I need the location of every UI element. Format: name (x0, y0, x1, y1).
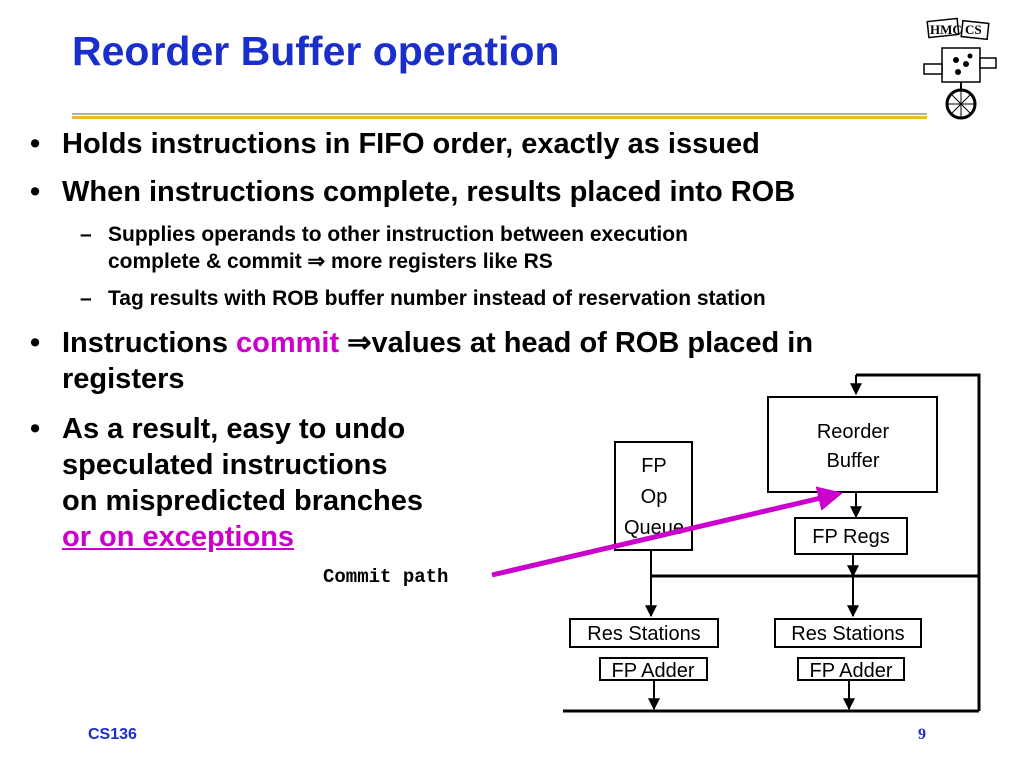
res-stations-right-label: Res Stations (791, 623, 904, 645)
slide-title: Reorder Buffer operation (72, 28, 560, 74)
fp-op-queue-label-1: FP (641, 455, 667, 477)
sub-bullet-2: – Tag results with ROB buffer number ins… (80, 285, 960, 312)
footer-course: CS136 (88, 726, 137, 743)
bullet-marker: • (30, 327, 41, 359)
bullet-text-line-2: speculated instructions (62, 449, 388, 481)
bullet-text-line-3: on mispredicted branches (62, 485, 423, 517)
sub-bullet-marker: – (80, 223, 92, 246)
res-stations-left-label: Res Stations (587, 623, 700, 645)
bullet-text-line-2: registers (62, 363, 185, 395)
sub-bullet-line-1: Tag results with ROB buffer number inste… (108, 287, 766, 310)
reorder-buffer-label-1: Reorder (817, 421, 890, 443)
sub-bullet-marker: – (80, 287, 92, 310)
bullet-text-line-1: As a result, easy to undo (62, 413, 406, 445)
bullet-3: • Instructions commit ⇒values at head of… (30, 325, 990, 397)
bullet-marker: • (30, 413, 41, 445)
commit-path-arrow (491, 486, 843, 578)
bullet-marker: • (30, 128, 41, 160)
reorder-buffer-box (767, 396, 938, 493)
hmc-cs-logo: HMC CS (923, 17, 997, 120)
fp-op-queue-label-2: Op (641, 486, 668, 508)
bullet-text-before: Instructions (62, 327, 237, 359)
fp-regs-box (794, 517, 908, 555)
bullet-4: • As a result, easy to undo speculated i… (30, 411, 500, 561)
bullet-text: Holds instructions in FIFO order, exactl… (62, 128, 760, 160)
title-rule-gold (72, 116, 927, 119)
reorder-buffer-label-2: Buffer (827, 450, 880, 472)
sub-bullet-line-2: complete & commit ⇒ more registers like … (108, 250, 553, 273)
res-stations-left-box (569, 618, 719, 648)
commit-path-label: Commit path (323, 566, 449, 588)
rob-feedback-line (856, 373, 981, 711)
fp-adder-right-box (797, 657, 905, 681)
exceptions-highlight: or on exceptions (62, 521, 295, 553)
logo-badge: HMC CS (923, 17, 997, 120)
fp-adder-left-label: FP Adder (611, 660, 694, 682)
bullet-text: When instructions complete, results plac… (62, 176, 796, 208)
commit-highlight: commit (236, 327, 340, 359)
title-rule-gray (72, 113, 927, 115)
bullet-text-after: ⇒values at head of ROB placed in (339, 327, 814, 359)
bullet-marker: • (30, 176, 41, 208)
bullet-2: • When instructions complete, results pl… (30, 174, 930, 210)
sub-bullet-line-1: Supplies operands to other instruction b… (108, 223, 688, 246)
sub-bullet-1: – Supplies operands to other instruction… (80, 221, 880, 275)
bullet-text-line-1: Instructions commit ⇒values at head of R… (62, 325, 813, 361)
page-number: 9 (918, 726, 926, 743)
fp-adder-right-label: FP Adder (809, 660, 892, 682)
fp-regs-label: FP Regs (812, 526, 889, 548)
logo-text: HMC CS (930, 22, 982, 37)
bullet-1: • Holds instructions in FIFO order, exac… (30, 126, 930, 162)
res-stations-right-box (774, 618, 922, 648)
